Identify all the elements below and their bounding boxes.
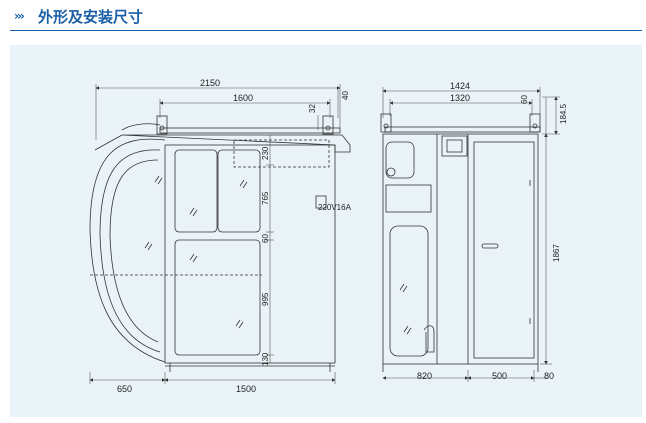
side-light-icon [386,167,396,177]
front-dim-bracket-gap: 32 [308,104,317,113]
side-vent-box [441,135,468,157]
side-door-handle [481,243,499,249]
side-dim-top-height: 184.5 [559,103,568,124]
side-dim-bracket: 60 [520,95,529,104]
front-upper-window-right [217,149,261,233]
front-roof [121,134,351,153]
side-top-rail [384,126,541,133]
side-view [380,113,541,372]
side-left-bracket [380,113,392,133]
front-dimensions [89,84,341,384]
front-dim-lower-window: 995 [261,292,270,306]
front-view [89,115,351,372]
front-dim-top-panel: 230 [261,146,270,160]
side-bolt-left [383,123,389,129]
side-dimensions [382,87,560,382]
header-divider [10,30,642,31]
front-left-bracket [156,115,168,135]
chevron-right-icon: ››› [14,9,25,23]
section-header: ››› 外形及安装尺寸 [0,0,646,30]
front-dim-upper-window: 765 [261,191,270,205]
drawing-panel [10,45,642,417]
front-bolt-left [159,125,165,131]
front-dim-mid-band: 60 [261,234,270,243]
side-bolt-right [532,123,538,129]
side-upper-window [385,141,415,179]
front-dim-rail-length: 1600 [233,93,253,103]
front-nose-outer [89,138,166,363]
side-door [473,141,535,359]
side-control-panel [385,184,432,213]
section-title: 外形及安装尺寸 [38,8,144,26]
front-dim-bracket-height: 40 [341,91,350,100]
side-dim-rail-length: 1320 [450,93,470,103]
front-dim-overall-width: 2150 [200,78,220,88]
front-nose-inner [99,149,161,353]
front-top-panel [233,139,330,168]
front-power-label: 220V16A [318,203,352,212]
front-power-box [315,195,327,209]
side-dim-base: 80 [544,371,554,381]
side-dim-wall: 820 [417,371,432,381]
front-lower-window [174,239,261,356]
side-right-bracket [529,113,541,133]
front-top-rail [159,127,341,134]
side-dim-overall-width: 1424 [450,81,470,91]
side-cab-body [382,133,539,365]
extinguisher-icon [423,325,435,353]
front-cab-body [164,144,336,364]
side-dim-door: 500 [492,371,507,381]
front-dim-nose: 650 [117,384,132,394]
side-lower-window [389,225,429,357]
front-right-bracket [322,115,334,135]
front-upper-window-left [174,149,218,233]
front-nose-glass [109,159,159,343]
side-dim-door-height: 1867 [552,244,561,262]
front-bolt-right [325,125,331,131]
front-dim-body: 1500 [236,384,256,394]
front-dim-bottom: 130 [261,352,270,366]
